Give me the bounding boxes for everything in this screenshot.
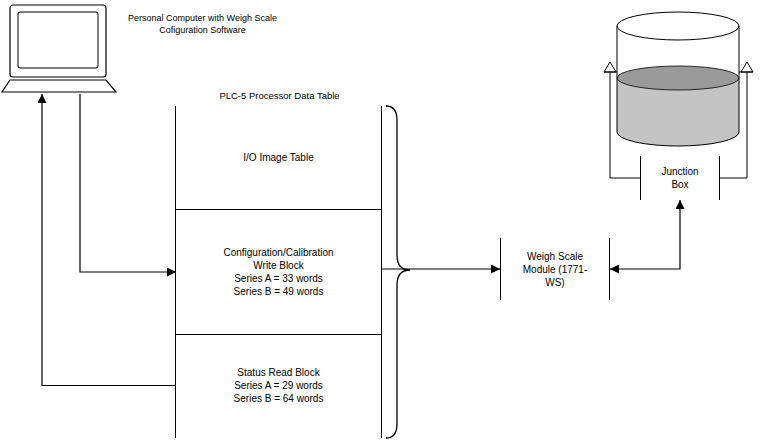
node-content: Status Read BlockSeries A = 29 wordsSeri… — [176, 335, 381, 436]
module-box: Weigh Scale Module (1771-WS) — [500, 238, 610, 300]
load-cell-right — [741, 62, 753, 72]
data-table: I/O Image TableConfiguration/Calibration… — [175, 106, 382, 438]
computer-icon — [0, 4, 120, 94]
node-content: Configuration/Calibration Write BlockSer… — [176, 210, 381, 334]
connector-arrow — [42, 94, 176, 386]
table-section: I/O Image Table — [176, 106, 381, 209]
junction-box: Junction Box — [640, 156, 720, 200]
node-label: PLC-5 Processor Data Table — [219, 90, 339, 102]
liquid-surface — [617, 66, 739, 90]
monitor — [10, 5, 106, 77]
table-section: Configuration/Calibration Write BlockSer… — [176, 209, 381, 335]
node-content: Weigh Scale Module (1771-WS) — [501, 238, 609, 300]
node-content: Personal Computer with Weigh Scale Cofig… — [120, 8, 285, 42]
load-cell-wire — [610, 72, 640, 178]
tank-wall — [617, 26, 739, 146]
node-label: Personal Computer with Weigh Scale Cofig… — [120, 13, 285, 36]
load-cells — [604, 62, 753, 72]
node-detail: Series A = 33 words — [234, 272, 323, 285]
node-label: Status Read Block — [237, 366, 319, 379]
keyboard-base — [2, 80, 116, 92]
node-detail: Series A = 29 words — [234, 379, 323, 392]
node-label: Junction Box — [654, 165, 706, 191]
node-content: Junction Box — [641, 156, 719, 200]
load-cell-wire — [720, 72, 747, 178]
tank-top — [617, 12, 739, 40]
node-detail: Series B = 49 words — [234, 285, 324, 298]
brace — [386, 106, 410, 438]
connector-arrow — [610, 200, 680, 269]
node-content: PLC-5 Processor Data Table — [176, 89, 383, 104]
node-label: Weigh Scale Module (1771-WS) — [517, 250, 593, 289]
node-content: I/O Image Table — [176, 106, 381, 209]
load-cell-bar-right — [739, 72, 753, 73]
table-section: Status Read BlockSeries A = 29 wordsSeri… — [176, 335, 381, 436]
load-cell-left — [604, 62, 616, 72]
computer-node: Personal Computer with Weigh Scale Cofig… — [8, 4, 240, 94]
node-label: Configuration/Calibration Write Block — [214, 246, 344, 272]
screen — [18, 12, 98, 68]
node-label: I/O Image Table — [243, 151, 313, 164]
connector-arrow — [80, 94, 176, 272]
tank — [617, 12, 739, 146]
connector-arrow — [382, 268, 500, 269]
node-detail: Series B = 64 words — [234, 392, 324, 405]
